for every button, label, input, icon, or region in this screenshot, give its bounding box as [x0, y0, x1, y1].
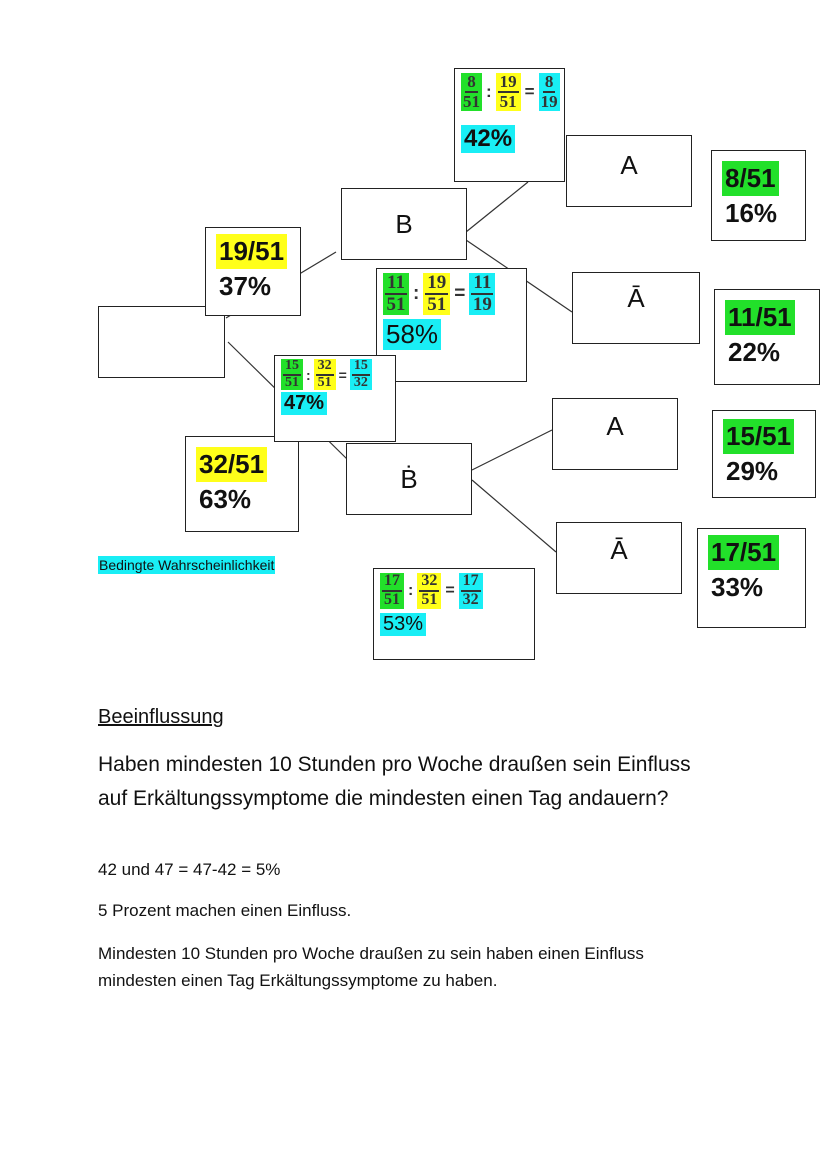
outcome-1: 8/51 16%	[711, 150, 806, 241]
prob-b-fraction: 19/51	[216, 234, 288, 270]
node-a-complement-top: Ā	[572, 272, 700, 344]
outcome-2: 11/51 22%	[714, 289, 820, 385]
outcome-2-percent: 22%	[728, 337, 781, 368]
tree-root-node	[98, 306, 225, 378]
node-a-top-label: A	[620, 150, 638, 180]
equals-sign: =	[445, 581, 455, 599]
calculation-line: 42 und 47 = 47-42 = 5%	[98, 860, 281, 879]
section-heading: Beeinflussung	[98, 706, 224, 728]
influence-statement: 5 Prozent machen einen Einfluss.	[98, 901, 352, 920]
question-text: Haben mindesten 10 Stunden pro Woche dra…	[98, 753, 691, 810]
node-a-complement-top-label: Ā	[627, 283, 645, 313]
cond-4-percent: 53%	[380, 612, 427, 636]
equals-sign: =	[524, 81, 535, 101]
colon-sign: :	[306, 366, 311, 383]
node-b-label: B	[395, 208, 413, 239]
outcome-2-fraction: 11/51	[725, 300, 795, 336]
prob-b-complement-fraction: 32/51	[196, 447, 268, 483]
colon-sign: :	[412, 282, 420, 304]
outcome-4-percent: 33%	[711, 572, 764, 603]
equals-sign: =	[338, 366, 347, 383]
legend-conditional-probability: Bedingte Wahrscheinlichkeit	[98, 556, 276, 574]
node-a-complement-bottom-label: Ā	[610, 535, 628, 565]
node-b: B	[341, 188, 467, 260]
equals-sign: =	[454, 282, 466, 304]
node-a-complement-bottom: Ā	[556, 522, 682, 594]
outcome-1-fraction: 8/51	[722, 161, 779, 197]
cond-1-percent: 42%	[461, 124, 516, 153]
legend-text: Bedingte Wahrscheinlichkeit	[98, 556, 276, 574]
cond-3-percent: 47%	[281, 392, 328, 416]
outcome-3-percent: 29%	[726, 456, 779, 487]
outcome-1-percent: 16%	[725, 198, 778, 229]
conclusion-text: Mindesten 10 Stunden pro Woche draußen z…	[98, 944, 644, 991]
prob-b-complement-percent: 63%	[199, 484, 252, 515]
prob-b: 19/51 37%	[205, 227, 301, 316]
colon-sign: :	[408, 581, 414, 599]
node-a-bottom-label: A	[606, 411, 624, 441]
colon-sign: :	[486, 81, 492, 101]
outcome-3: 15/51 29%	[712, 410, 816, 498]
cond-2-percent: 58%	[383, 318, 442, 350]
outcome-4: 17/51 33%	[697, 528, 806, 628]
outcome-3-fraction: 15/51	[723, 419, 795, 455]
node-a-top: A	[566, 135, 692, 207]
outcome-4-fraction: 17/51	[708, 535, 780, 571]
prob-b-percent: 37%	[219, 271, 272, 302]
node-b-complement: Ḃ	[346, 443, 472, 515]
node-a-bottom: A	[552, 398, 678, 470]
prob-b-complement: 32/51 63%	[185, 436, 299, 532]
node-b-complement-label: Ḃ	[400, 463, 418, 494]
